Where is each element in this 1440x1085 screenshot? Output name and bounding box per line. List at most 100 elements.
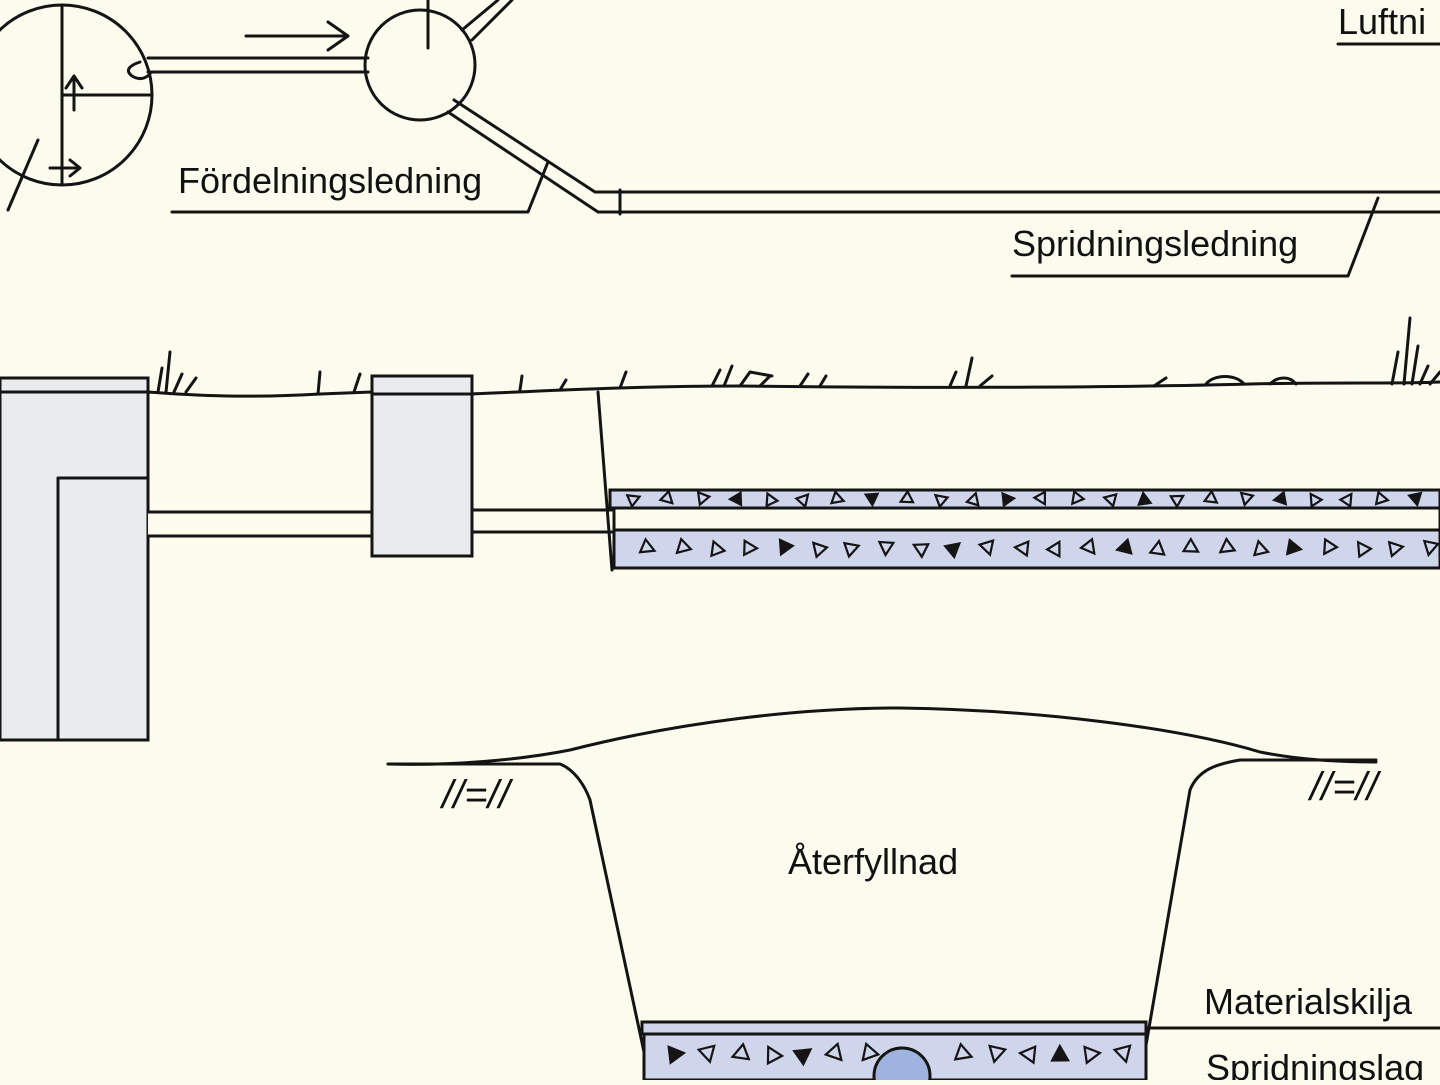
gravel-layer-upper <box>608 488 1440 510</box>
septic-tank-section <box>0 376 150 742</box>
spreading-pipe-cross <box>872 1046 932 1085</box>
gravel-stone <box>1137 490 1153 506</box>
spreading-pipe-lower-edge <box>446 110 1440 214</box>
trench-wall-right <box>1138 788 1192 1082</box>
gravel-stone <box>829 489 846 505</box>
gravel-stone <box>625 494 642 509</box>
gravel-stone <box>1148 538 1166 556</box>
spridning-label: Spridningsledning <box>1012 223 1298 264</box>
gravel-stone <box>1387 540 1406 558</box>
gravel-stone <box>1012 539 1030 558</box>
gravel-stone <box>943 542 962 560</box>
spreading-pipe-upper-edge <box>452 98 1440 194</box>
trench-wall-left <box>588 798 652 1082</box>
gravel-stone <box>842 541 861 559</box>
gravel-stone <box>977 538 995 557</box>
gravel-stone <box>811 541 830 559</box>
gravel-stone <box>1202 489 1219 504</box>
gravel-stones-section <box>625 489 1440 560</box>
grass-tufts <box>156 316 1440 396</box>
fordelning-leader <box>170 160 550 214</box>
gravel-stone <box>667 1045 687 1065</box>
gravel-stone <box>1078 537 1096 556</box>
gravel-stone <box>953 1042 974 1061</box>
gravel-stone <box>1070 489 1086 506</box>
distribution-well-section <box>370 374 474 558</box>
gravel-stone <box>658 489 674 505</box>
spreading-pipe-section <box>612 506 1440 532</box>
pipe-section-b <box>470 508 614 534</box>
pipe-section-a-fill <box>148 512 372 536</box>
gravel-stone <box>1309 492 1324 509</box>
gravel-stone <box>1374 490 1391 506</box>
tank-outlet <box>126 60 152 81</box>
gravel-stone <box>1239 491 1255 508</box>
fordelning-label: Fördelningsledning <box>178 160 482 201</box>
gravel-stone <box>1050 1043 1070 1062</box>
spridningslager-label: Spridningslag <box>1206 1047 1424 1080</box>
backfill-mound <box>386 706 1378 766</box>
gravel-stone <box>1356 540 1374 559</box>
gravel-stone <box>898 489 915 504</box>
gravel-stone <box>861 1041 881 1062</box>
distribution-well-plan <box>363 8 477 122</box>
gravel-stone <box>988 1044 1008 1065</box>
gravel-stone <box>742 538 760 557</box>
gravel-stone <box>710 539 727 558</box>
gravel-stone <box>1181 536 1200 553</box>
gravel-stone <box>730 1042 751 1061</box>
ground-left <box>386 762 592 802</box>
gravel-stone <box>1252 538 1271 557</box>
luftning-label: Luftni <box>1338 1 1426 42</box>
gravel-stone <box>1422 539 1440 558</box>
gravel-stone <box>1083 1045 1103 1065</box>
ground-symbol-right: //=// <box>1307 765 1382 809</box>
pipe-section-a <box>146 510 374 538</box>
ground-symbol-left: //=// <box>439 773 514 817</box>
gravel-stone <box>933 493 950 509</box>
gravel-stone <box>1285 538 1304 556</box>
tank-leader-line <box>6 138 40 212</box>
gravel-stone <box>792 1048 813 1067</box>
gravel-stone <box>1407 491 1423 508</box>
gravel-stone <box>911 543 930 559</box>
gravel-stone <box>638 537 657 554</box>
gravel-stone <box>778 538 795 557</box>
gravel-stone <box>964 491 980 507</box>
gravel-stone <box>727 490 743 507</box>
tank-inner-wall <box>56 476 150 742</box>
gravel-stone <box>877 540 896 558</box>
gravel-stone <box>823 1041 843 1062</box>
gravel-stone <box>1271 490 1288 506</box>
branch-pipe-upper <box>460 0 514 42</box>
material-separator <box>640 1020 1148 1036</box>
cross-section-view: //=// //=// Återfyllnad Materialskilja S… <box>386 706 1440 1085</box>
gravel-stone <box>1017 1044 1037 1065</box>
gravel-stone <box>1112 1044 1132 1064</box>
gravel-stone <box>1102 492 1118 509</box>
gravel-stone <box>765 491 780 508</box>
gravel-stone <box>1044 539 1061 559</box>
gravel-stone <box>675 536 693 555</box>
materialskilja-label: Materialskilja <box>1204 981 1413 1022</box>
ground-right <box>1188 758 1378 792</box>
aterfyllnad-label: Återfyllnad <box>788 841 958 882</box>
section-view <box>0 316 1440 742</box>
gravel-stone <box>696 1044 716 1064</box>
ground-surface <box>146 380 1440 398</box>
flow-direction-arrow-icon <box>244 20 350 52</box>
flow-arrow-right-icon <box>48 158 82 178</box>
gravel-stone <box>696 490 712 507</box>
gravel-stone <box>863 492 880 508</box>
gravel-stone <box>1338 492 1353 509</box>
gravel-stone <box>1001 491 1017 508</box>
gravel-stone <box>1115 537 1133 555</box>
gravel-stone <box>1168 494 1186 509</box>
pipe-to-distribution-well <box>146 56 370 74</box>
trench-wall <box>596 390 614 572</box>
gravel-stone <box>1218 536 1237 554</box>
plan-view: Luftni Fördelningsledning Spridningsledn… <box>0 0 1440 278</box>
gravel-stone <box>1032 490 1047 507</box>
